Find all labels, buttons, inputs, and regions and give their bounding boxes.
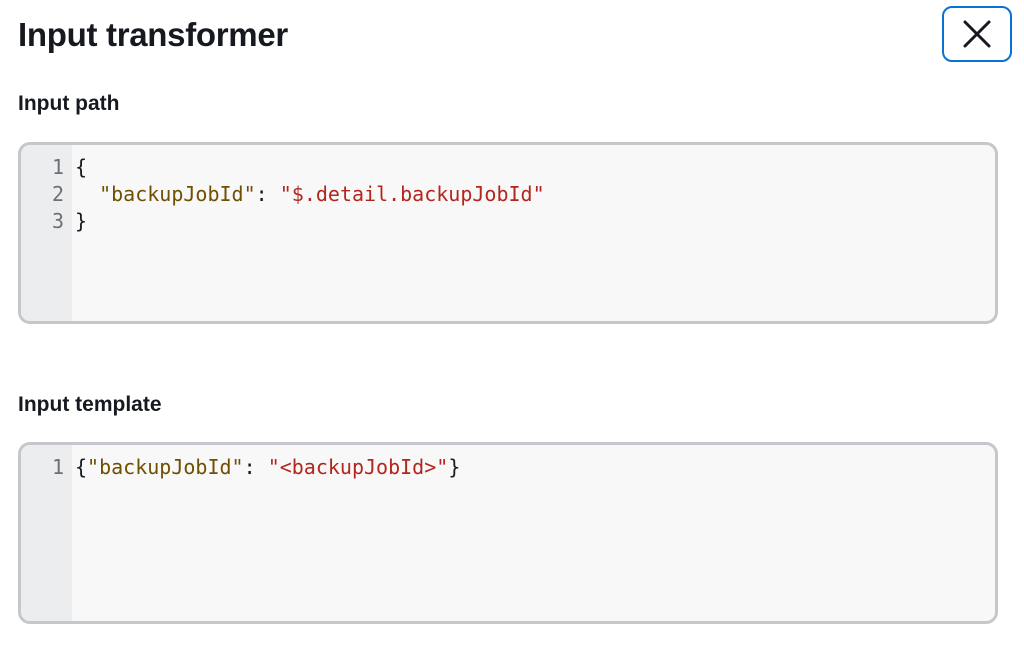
code-token-open: { <box>75 155 88 179</box>
code-text: } <box>69 208 87 235</box>
code-text: {"backupJobId": "<backupJobId>"} <box>69 454 460 481</box>
input-template-label: Input template <box>18 393 162 416</box>
line-number: 3 <box>51 209 64 233</box>
code-lines: 1{2 "backupJobId": "$.detail.backupJobId… <box>21 154 995 235</box>
close-icon <box>963 20 991 48</box>
code-text: { <box>69 154 87 181</box>
code-token-open: { <box>75 455 88 479</box>
line-number: 2 <box>51 182 64 206</box>
code-token-key: "backupJobId" <box>99 182 256 206</box>
input-path-editor[interactable]: 1{2 "backupJobId": "$.detail.backupJobId… <box>18 142 998 324</box>
input-path-label: Input path <box>18 92 120 115</box>
code-token-indent <box>75 182 99 206</box>
code-token-close: } <box>448 455 461 479</box>
code-token-value: "$.detail.backupJobId" <box>279 182 545 206</box>
line-number-gutter <box>21 445 72 621</box>
code-token-sep: : <box>255 182 280 206</box>
line-number: 1 <box>51 455 64 479</box>
close-button[interactable] <box>942 6 1012 62</box>
code-line: 1{"backupJobId": "<backupJobId>"} <box>21 454 995 481</box>
code-line: 3} <box>21 208 995 235</box>
code-token-open: } <box>75 209 88 233</box>
line-number-gutter <box>21 145 72 321</box>
code-text: "backupJobId": "$.detail.backupJobId" <box>69 181 545 208</box>
dialog-title: Input transformer <box>18 16 288 53</box>
code-token-value: "<backupJobId>" <box>267 455 449 479</box>
code-line: 2 "backupJobId": "$.detail.backupJobId" <box>21 181 995 208</box>
code-token-sep: : <box>243 455 268 479</box>
input-template-editor[interactable]: 1{"backupJobId": "<backupJobId>"} <box>18 442 998 624</box>
code-token-key: "backupJobId" <box>87 455 244 479</box>
line-number: 1 <box>51 155 64 179</box>
code-lines: 1{"backupJobId": "<backupJobId>"} <box>21 454 995 481</box>
code-line: 1{ <box>21 154 995 181</box>
